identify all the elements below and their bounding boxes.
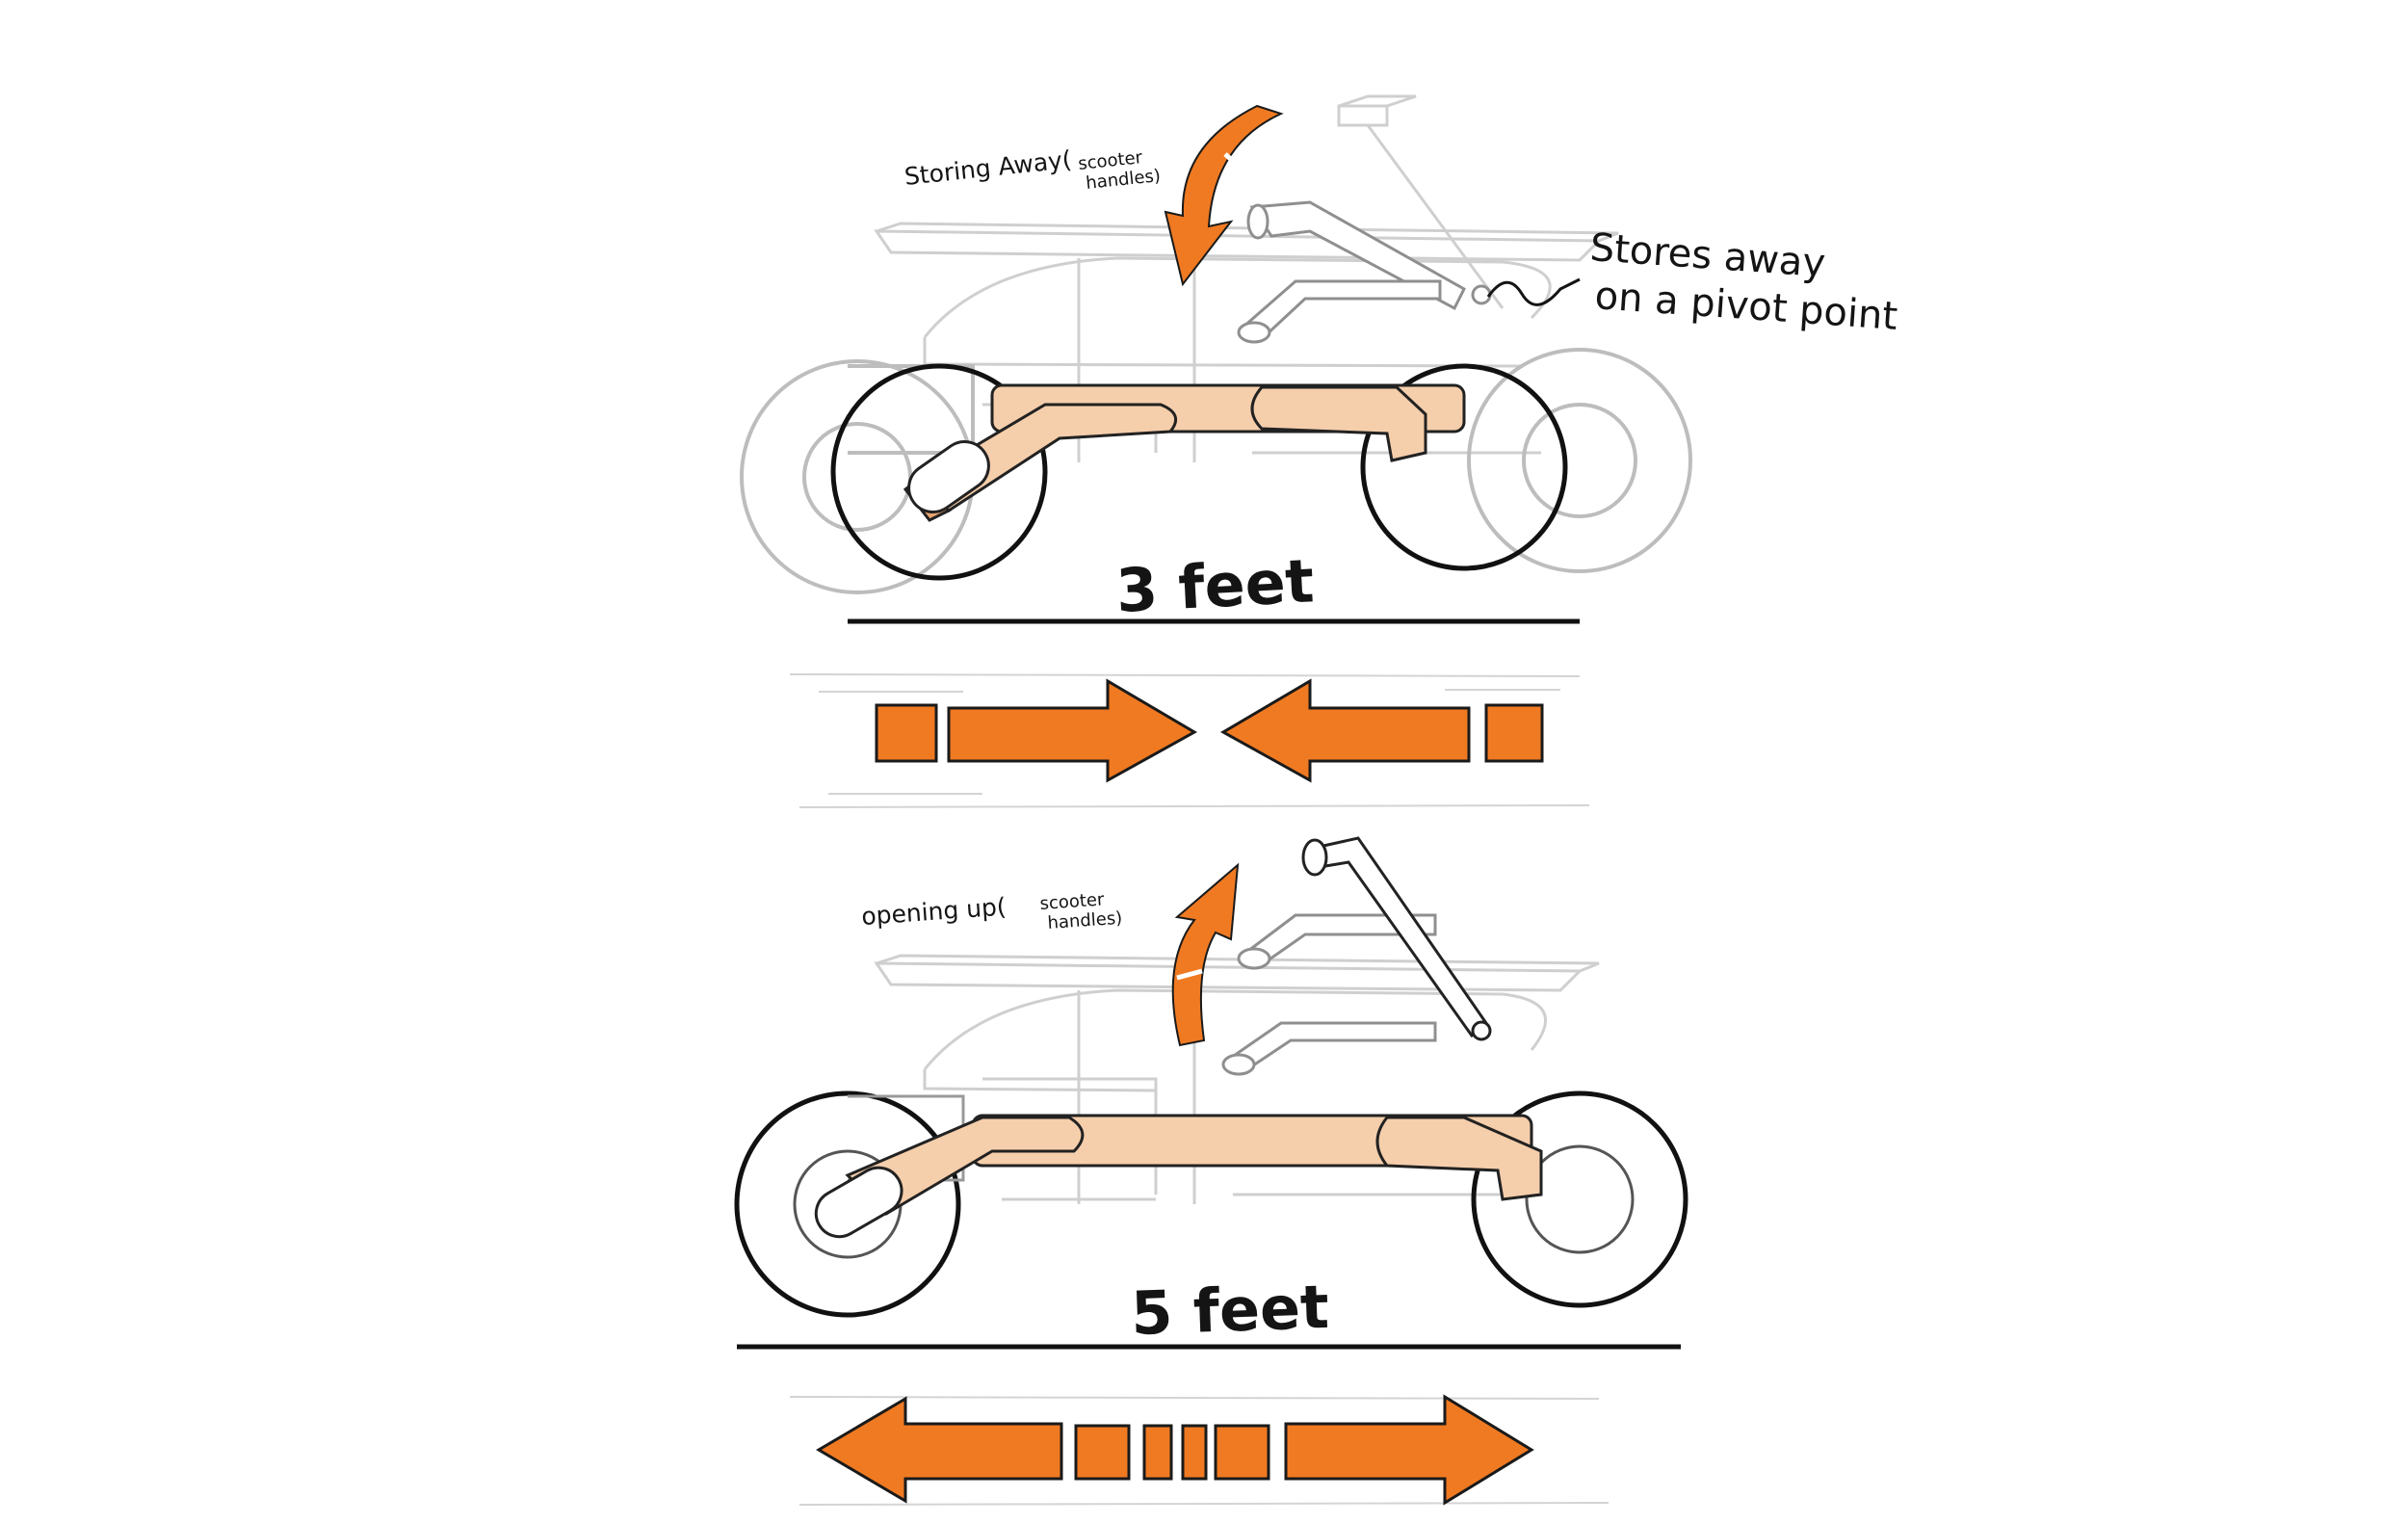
storing-away-note: Storing Away( (903, 145, 1073, 191)
pivot-note-line2: on a pivot point (1593, 274, 1898, 339)
opening-up-subnote-1: scooter (1039, 889, 1106, 914)
top-wheels (830, 363, 1568, 581)
bottom-raised-handle (1301, 836, 1492, 1041)
top-scooter-sketch (740, 94, 1692, 594)
bottom-ghost-handles (1221, 913, 1437, 1076)
curved-arrow-down-icon (1164, 104, 1284, 287)
bottom-scooter-sketch (734, 836, 1688, 1318)
top-ghost-handles (1237, 200, 1492, 344)
length-label-5ft: 5 feet (1130, 1272, 1330, 1349)
opening-up-subnote-2: handles) (1047, 908, 1123, 933)
top-frame-tubes (903, 383, 1466, 522)
pivot-callout-line (1486, 277, 1581, 306)
curved-arrow-up-icon (1171, 862, 1240, 1047)
length-label-3ft: 3 feet (1114, 545, 1316, 626)
arrows-pointing-inward-icon (789, 673, 1590, 808)
bottom-frame-tubes (814, 1114, 1543, 1239)
top-ghost-body (874, 94, 1619, 462)
arrows-pointing-outward-icon (789, 1394, 1610, 1506)
opening-up-note: opening up( (860, 893, 1007, 931)
